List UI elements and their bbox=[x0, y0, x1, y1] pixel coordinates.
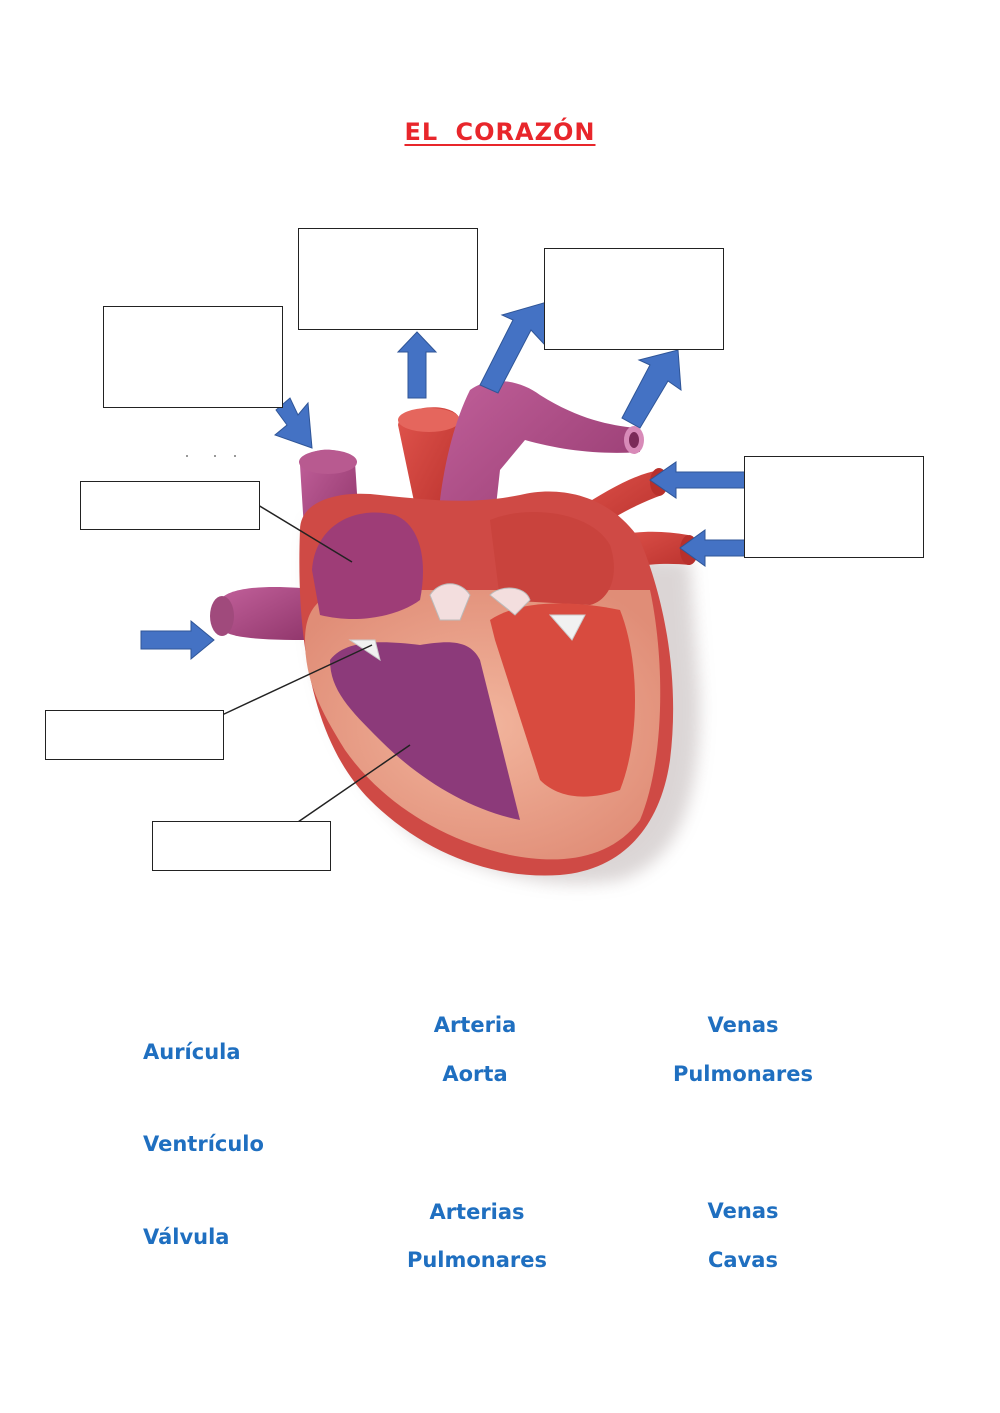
right-atrium bbox=[312, 512, 423, 620]
aortic-valve bbox=[489, 587, 531, 616]
arrow-pulmonary-vein-lower-icon bbox=[679, 529, 746, 567]
word-pulmonares-1[interactable]: Pulmonares bbox=[672, 1062, 814, 1086]
tricuspid-valve bbox=[348, 639, 381, 662]
word-arteria[interactable]: Arteria bbox=[433, 1013, 517, 1037]
pulmonary-valve bbox=[429, 583, 471, 621]
right-ventricle bbox=[330, 642, 520, 820]
answer-box-ventricle[interactable] bbox=[152, 821, 331, 871]
leader-line-atrium bbox=[257, 504, 353, 563]
arrow-pulmonary-icon bbox=[621, 349, 682, 429]
word-aorta[interactable]: Aorta bbox=[442, 1062, 508, 1086]
word-auricula[interactable]: Aurícula bbox=[143, 1040, 241, 1064]
arrow-diagonal-icon bbox=[479, 301, 548, 394]
leader-line-ventricle bbox=[297, 744, 411, 823]
word-valvula[interactable]: Válvula bbox=[143, 1225, 230, 1249]
word-arterias[interactable]: Arterias bbox=[429, 1200, 525, 1224]
word-venas-1[interactable]: Venas bbox=[707, 1013, 779, 1037]
arrow-up-icon bbox=[396, 331, 438, 399]
mitral-valve bbox=[548, 614, 586, 641]
answer-box-top-center[interactable] bbox=[298, 228, 478, 330]
word-venas-2[interactable]: Venas bbox=[707, 1199, 779, 1223]
arrow-vena-cava-icon bbox=[274, 397, 313, 449]
inferior-vena-cava bbox=[220, 587, 320, 640]
answer-box-valve[interactable] bbox=[45, 710, 224, 760]
arrow-inferior-icon bbox=[140, 619, 215, 661]
answer-box-right[interactable] bbox=[744, 456, 924, 558]
word-ventriculo[interactable]: Ventrículo bbox=[143, 1132, 264, 1156]
word-pulmonares-2[interactable]: Pulmonares bbox=[406, 1248, 548, 1272]
left-ventricle bbox=[490, 603, 635, 797]
word-cavas[interactable]: Cavas bbox=[708, 1248, 778, 1272]
answer-box-atrium[interactable] bbox=[80, 481, 260, 530]
faint-dots bbox=[186, 455, 236, 457]
left-atrium bbox=[490, 512, 614, 605]
answer-box-top-right[interactable] bbox=[544, 248, 724, 350]
arrow-pulmonary-vein-upper-icon bbox=[649, 461, 746, 499]
page-title: EL CORAZÓN bbox=[404, 118, 596, 146]
leader-line-valve bbox=[221, 644, 373, 716]
answer-box-top-left[interactable] bbox=[103, 306, 283, 408]
